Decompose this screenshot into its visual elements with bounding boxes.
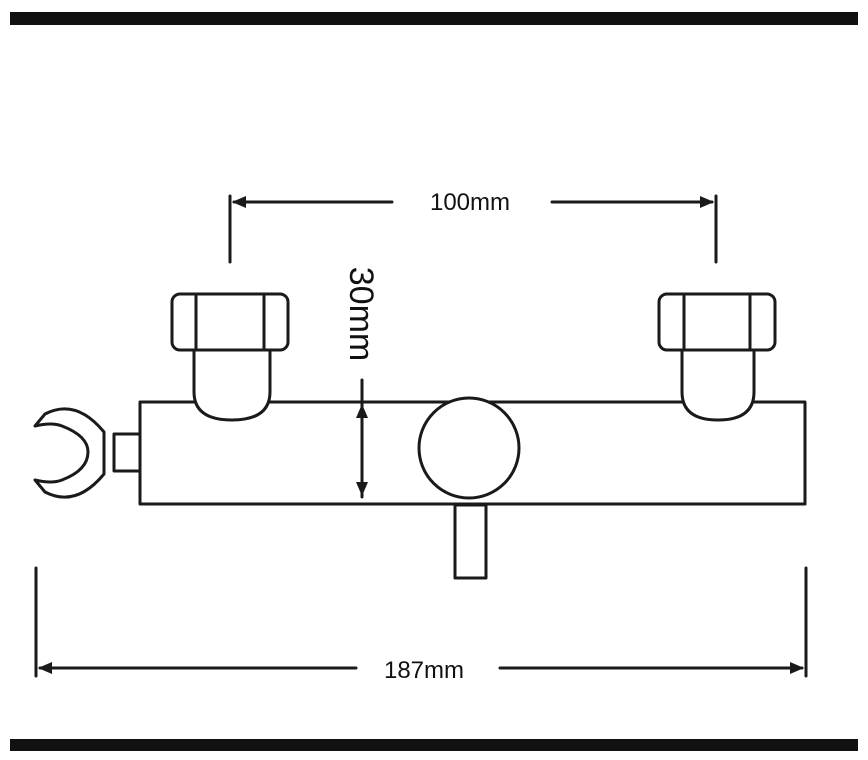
dimension-top-width xyxy=(228,194,718,264)
control-knob xyxy=(417,396,521,500)
label-height: 30mm xyxy=(342,267,380,361)
top-border-bar xyxy=(10,12,858,25)
label-top-width: 100mm xyxy=(430,189,510,216)
shower-holder-clip xyxy=(33,407,142,499)
handle-lever xyxy=(453,503,488,580)
dimension-overall-width xyxy=(34,566,808,678)
label-overall-width: 187mm xyxy=(384,657,464,684)
left-inlet-neck xyxy=(192,348,272,422)
bottom-border-bar xyxy=(10,739,858,751)
left-hex-nut xyxy=(170,292,290,352)
right-hex-nut xyxy=(657,292,777,352)
right-inlet-neck xyxy=(680,348,756,422)
dimension-height xyxy=(356,378,368,499)
